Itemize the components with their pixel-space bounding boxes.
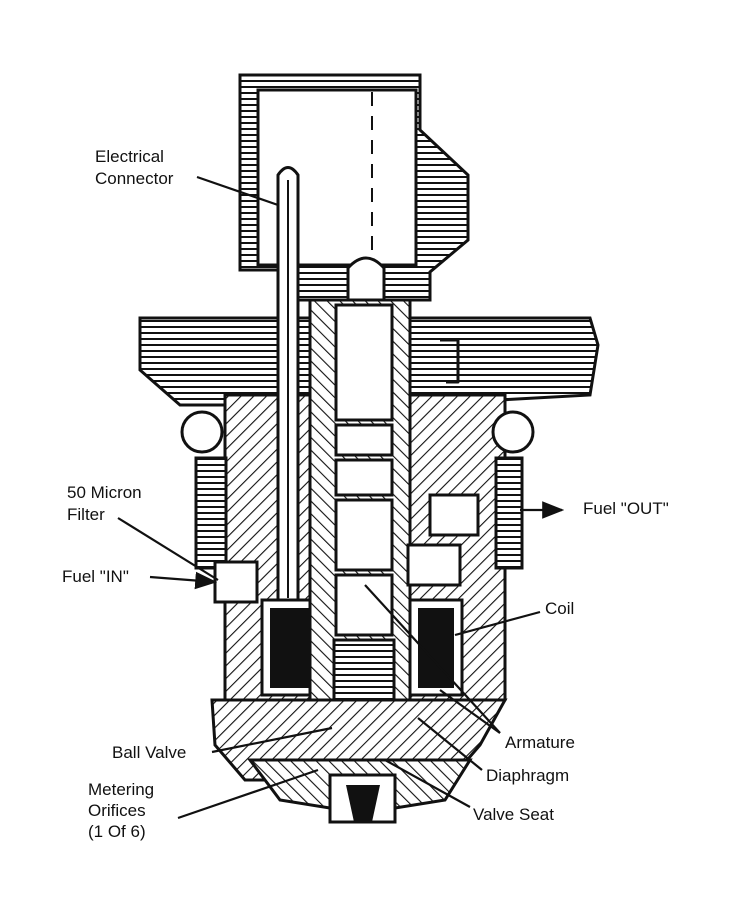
fuel-out-chamber [406, 543, 462, 587]
side-spring-left [194, 456, 228, 570]
label-metering-orifices-3: (1 Of 6) [88, 822, 146, 841]
label-fuel-out: Fuel "OUT" [583, 499, 669, 518]
leader-lines [117, 175, 565, 820]
label-valve-seat: Valve Seat [473, 805, 554, 824]
nozzle-tip [210, 698, 508, 824]
right-ball [491, 410, 535, 454]
label-armature: Armature [505, 733, 575, 752]
label-coil: Coil [545, 599, 574, 618]
side-spring-right [494, 456, 524, 570]
label-micron-filter-2: Filter [67, 505, 105, 524]
left-ball [180, 410, 224, 454]
label-electrical-connector-2: Connector [95, 169, 174, 188]
label-ball-valve: Ball Valve [112, 743, 186, 762]
fuel-out-port [428, 493, 480, 537]
electrical-connector-pin [276, 166, 300, 602]
label-metering-orifices-2: Orifices [88, 801, 146, 820]
label-diaphragm: Diaphragm [486, 766, 569, 785]
fuel-in-port [213, 560, 259, 604]
label-micron-filter-1: 50 Micron [67, 483, 142, 502]
label-fuel-in: Fuel "IN" [62, 567, 129, 586]
center-tube [308, 256, 412, 752]
labels: Electrical Connector 50 Micron Filter Fu… [62, 147, 669, 841]
label-metering-orifices-1: Metering [88, 780, 154, 799]
mounting-flange [138, 316, 600, 407]
label-electrical-connector-1: Electrical [95, 147, 164, 166]
